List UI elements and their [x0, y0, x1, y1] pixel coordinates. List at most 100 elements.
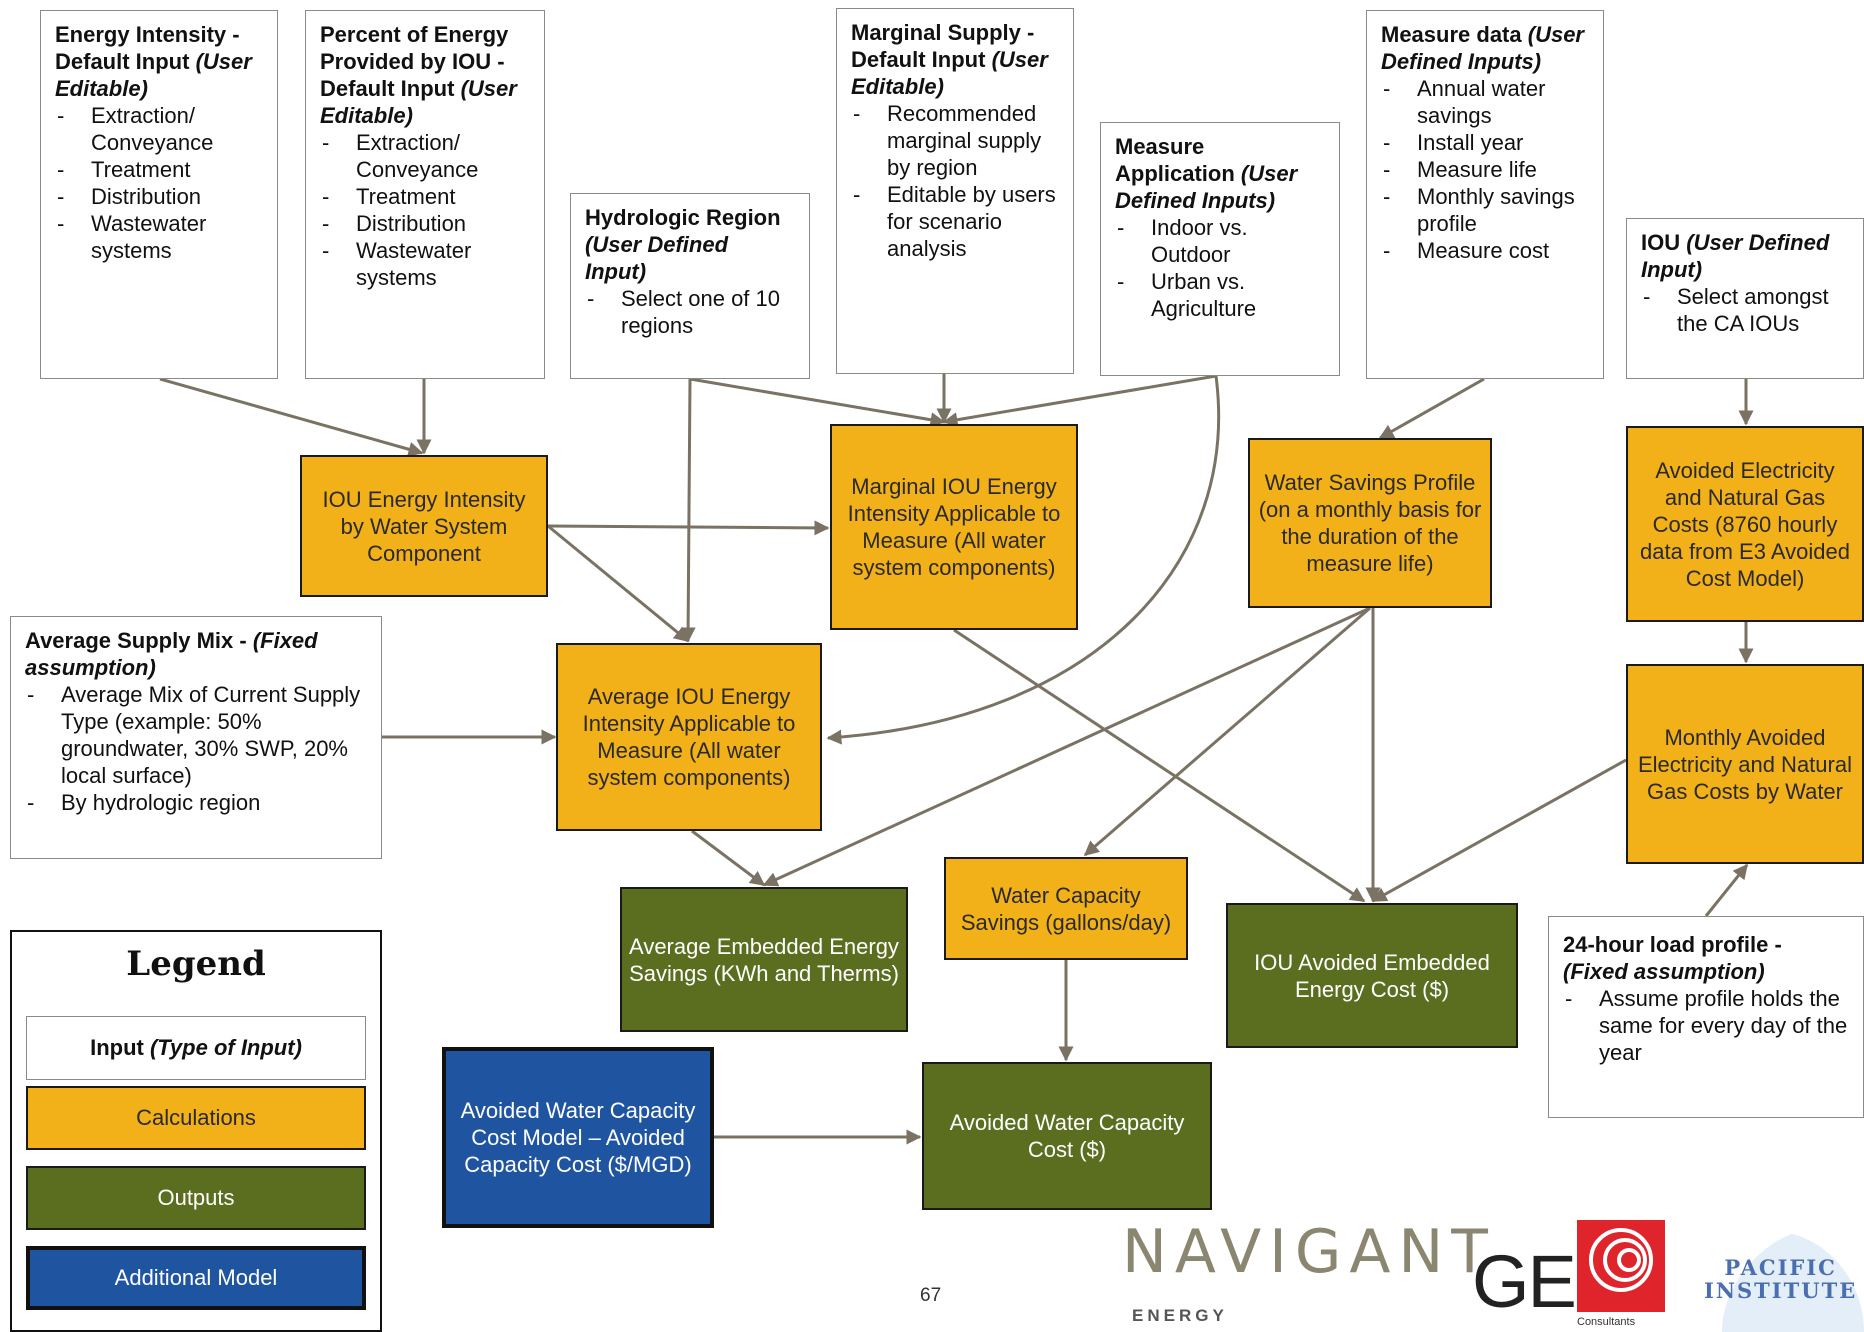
list-item: Recommended marginal supply by region [851, 100, 1059, 181]
input-hydrologic-region: Hydrologic Region (User Defined Input) S… [570, 193, 810, 379]
input-type: (Fixed assumption) [1563, 959, 1765, 984]
legend-input-label: Input [90, 1035, 144, 1060]
calc-label: Monthly Avoided Electricity and Natural … [1638, 724, 1852, 804]
calc-label: Avoided Electricity and Natural Gas Cost… [1640, 457, 1850, 591]
arrow-application-to-marginal [942, 374, 1217, 428]
legend-additional-model-label: Additional Model [114, 1265, 278, 1290]
legend-input: Input (Type of Input) [26, 1016, 366, 1080]
navigant-logo: NAVIGANT [1122, 1217, 1496, 1287]
pacific-institute-line2: INSTITUTE [1704, 1278, 1858, 1303]
additional-model-avoided-capacity: Avoided Water Capacity Cost Model – Avoi… [442, 1047, 714, 1228]
list-item: Extraction/ Conveyance [320, 129, 530, 183]
calc-water-savings-profile: Water Savings Profile (on a monthly basi… [1248, 438, 1492, 608]
list-item: Indoor vs. Outdoor [1115, 214, 1325, 268]
gei-consultants-label: Consultants [1577, 1316, 1636, 1328]
arrow-hydrologic-to-average [680, 378, 696, 643]
list-item: Select one of 10 regions [585, 285, 795, 339]
arrow-application-to-average [826, 375, 1221, 745]
input-title: Marginal Supply - Default Input [851, 20, 1035, 72]
list-item: Annual water savings [1381, 75, 1589, 129]
pacific-institute-line1: PACIFIC [1724, 1255, 1837, 1280]
calc-label: IOU Energy Intensity by Water System Com… [322, 486, 526, 566]
input-measure-data: Measure data (User Defined Inputs) Annua… [1366, 10, 1604, 379]
list-item: Measure life [1381, 156, 1589, 183]
input-title: Measure data [1381, 22, 1522, 47]
calc-label: Marginal IOU Energy Intensity Applicable… [847, 474, 1061, 580]
arrow-energy-intensity-to-iou-intensity [159, 377, 424, 457]
input-type: (User Defined Inputs) [1381, 22, 1584, 74]
arrow-marginal-to-iou-avoided [953, 628, 1366, 903]
arrow-measure-data-to-water-savings [1378, 377, 1485, 440]
input-load-profile: 24-hour load profile - (Fixed assumption… [1548, 916, 1864, 1118]
list-item: Treatment [320, 183, 530, 210]
legend-outputs-label: Outputs [157, 1185, 235, 1210]
calc-iou-energy-intensity: IOU Energy Intensity by Water System Com… [300, 455, 548, 597]
arrow-savings-to-embedded [762, 606, 1371, 887]
input-marginal-supply: Marginal Supply - Default Input (User Ed… [836, 8, 1074, 374]
list-item: Urban vs. Agriculture [1115, 268, 1325, 322]
input-average-supply-mix: Average Supply Mix - (Fixed assumption) … [10, 616, 382, 859]
list-item: Wastewater systems [320, 237, 530, 291]
arrow-average-to-embedded [691, 829, 766, 887]
list-item: Monthly savings profile [1381, 183, 1589, 237]
arrow-hydrologic-to-marginal [689, 377, 946, 428]
gei-mark-icon [1577, 1220, 1665, 1312]
input-percent-energy: Percent of Energy Provided by IOU - Defa… [305, 10, 545, 379]
input-type: (User Defined Input) [585, 232, 729, 284]
calc-label: Average IOU Energy Intensity Applicable … [582, 684, 796, 790]
output-label: Average Embedded Energy Savings (KWh and… [629, 933, 899, 986]
list-item: Measure cost [1381, 237, 1589, 264]
input-type: (Fixed assumption) [25, 628, 318, 680]
page-number: 67 [920, 1285, 942, 1306]
legend-outputs: Outputs [26, 1166, 366, 1230]
output-label: IOU Avoided Embedded Energy Cost ($) [1254, 949, 1490, 1002]
legend-calculations-label: Calculations [136, 1105, 256, 1130]
input-title: Measure Application [1115, 134, 1235, 186]
calc-avoided-electricity-gas: Avoided Electricity and Natural Gas Cost… [1626, 426, 1864, 622]
input-type: (User Editable) [55, 49, 252, 101]
pacific-institute-logo: PACIFIC INSTITUTE [1704, 1256, 1857, 1302]
input-title: Average Supply Mix - [25, 628, 247, 653]
model-label: Avoided Water Capacity Cost Model – Avoi… [460, 1098, 696, 1177]
list-item: Wastewater systems [55, 210, 263, 264]
input-iou: IOU (User Defined Input) Select amongst … [1626, 218, 1864, 379]
list-item: Treatment [55, 156, 263, 183]
legend-input-type: (Type of Input) [149, 1035, 302, 1060]
arrow-monthly-to-iou-avoided [1371, 758, 1627, 903]
calc-water-capacity-savings: Water Capacity Savings (gallons/day) [944, 857, 1188, 960]
list-item: Distribution [55, 183, 263, 210]
list-item: Extraction/ Conveyance [55, 102, 263, 156]
input-title: IOU [1641, 230, 1681, 255]
input-type: (User Defined Input) [1641, 230, 1830, 282]
list-item: Select amongst the CA IOUs [1641, 283, 1849, 337]
output-avoided-water-capacity-cost: Avoided Water Capacity Cost ($) [922, 1062, 1212, 1210]
arrow-load-profile-to-monthly [1704, 863, 1749, 917]
calc-label: Water Capacity Savings (gallons/day) [960, 882, 1172, 935]
legend-additional-model: Additional Model [26, 1246, 366, 1310]
arrow-iou-intensity-to-marginal [547, 520, 830, 536]
calc-label: Water Savings Profile (on a monthly basi… [1258, 470, 1482, 576]
pacific-institute-drop-icon [1722, 1234, 1864, 1332]
legend-calculations: Calculations [26, 1086, 366, 1150]
list-item: Distribution [320, 210, 530, 237]
list-item: Assume profile holds the same for every … [1563, 985, 1849, 1066]
gei-swirl-icon [1589, 1228, 1653, 1292]
input-title: Energy Intensity - Default Input [55, 22, 240, 74]
gei-logo: GEI [1472, 1240, 1595, 1323]
arrow-iou-intensity-to-average [547, 524, 690, 643]
list-item: Average Mix of Current Supply Type (exam… [25, 681, 367, 789]
navigant-energy-label: ENERGY [1132, 1306, 1228, 1325]
input-title: Percent of Energy Provided by IOU - Defa… [320, 22, 509, 101]
input-type: (User Editable) [851, 47, 1048, 99]
output-label: Avoided Water Capacity Cost ($) [949, 1110, 1185, 1162]
legend: Legend Input (Type of Input) Calculation… [10, 930, 382, 1332]
input-type: (User Defined Inputs) [1115, 161, 1298, 213]
arrow-savings-to-capacity [1083, 606, 1371, 857]
output-iou-avoided-cost: IOU Avoided Embedded Energy Cost ($) [1226, 903, 1518, 1048]
input-title: 24-hour load profile - [1563, 932, 1782, 957]
output-average-embedded-savings: Average Embedded Energy Savings (KWh and… [620, 887, 908, 1032]
input-energy-intensity: Energy Intensity - Default Input (User E… [40, 10, 278, 379]
calc-monthly-avoided-costs: Monthly Avoided Electricity and Natural … [1626, 664, 1864, 864]
input-type: (User Editable) [320, 76, 517, 128]
